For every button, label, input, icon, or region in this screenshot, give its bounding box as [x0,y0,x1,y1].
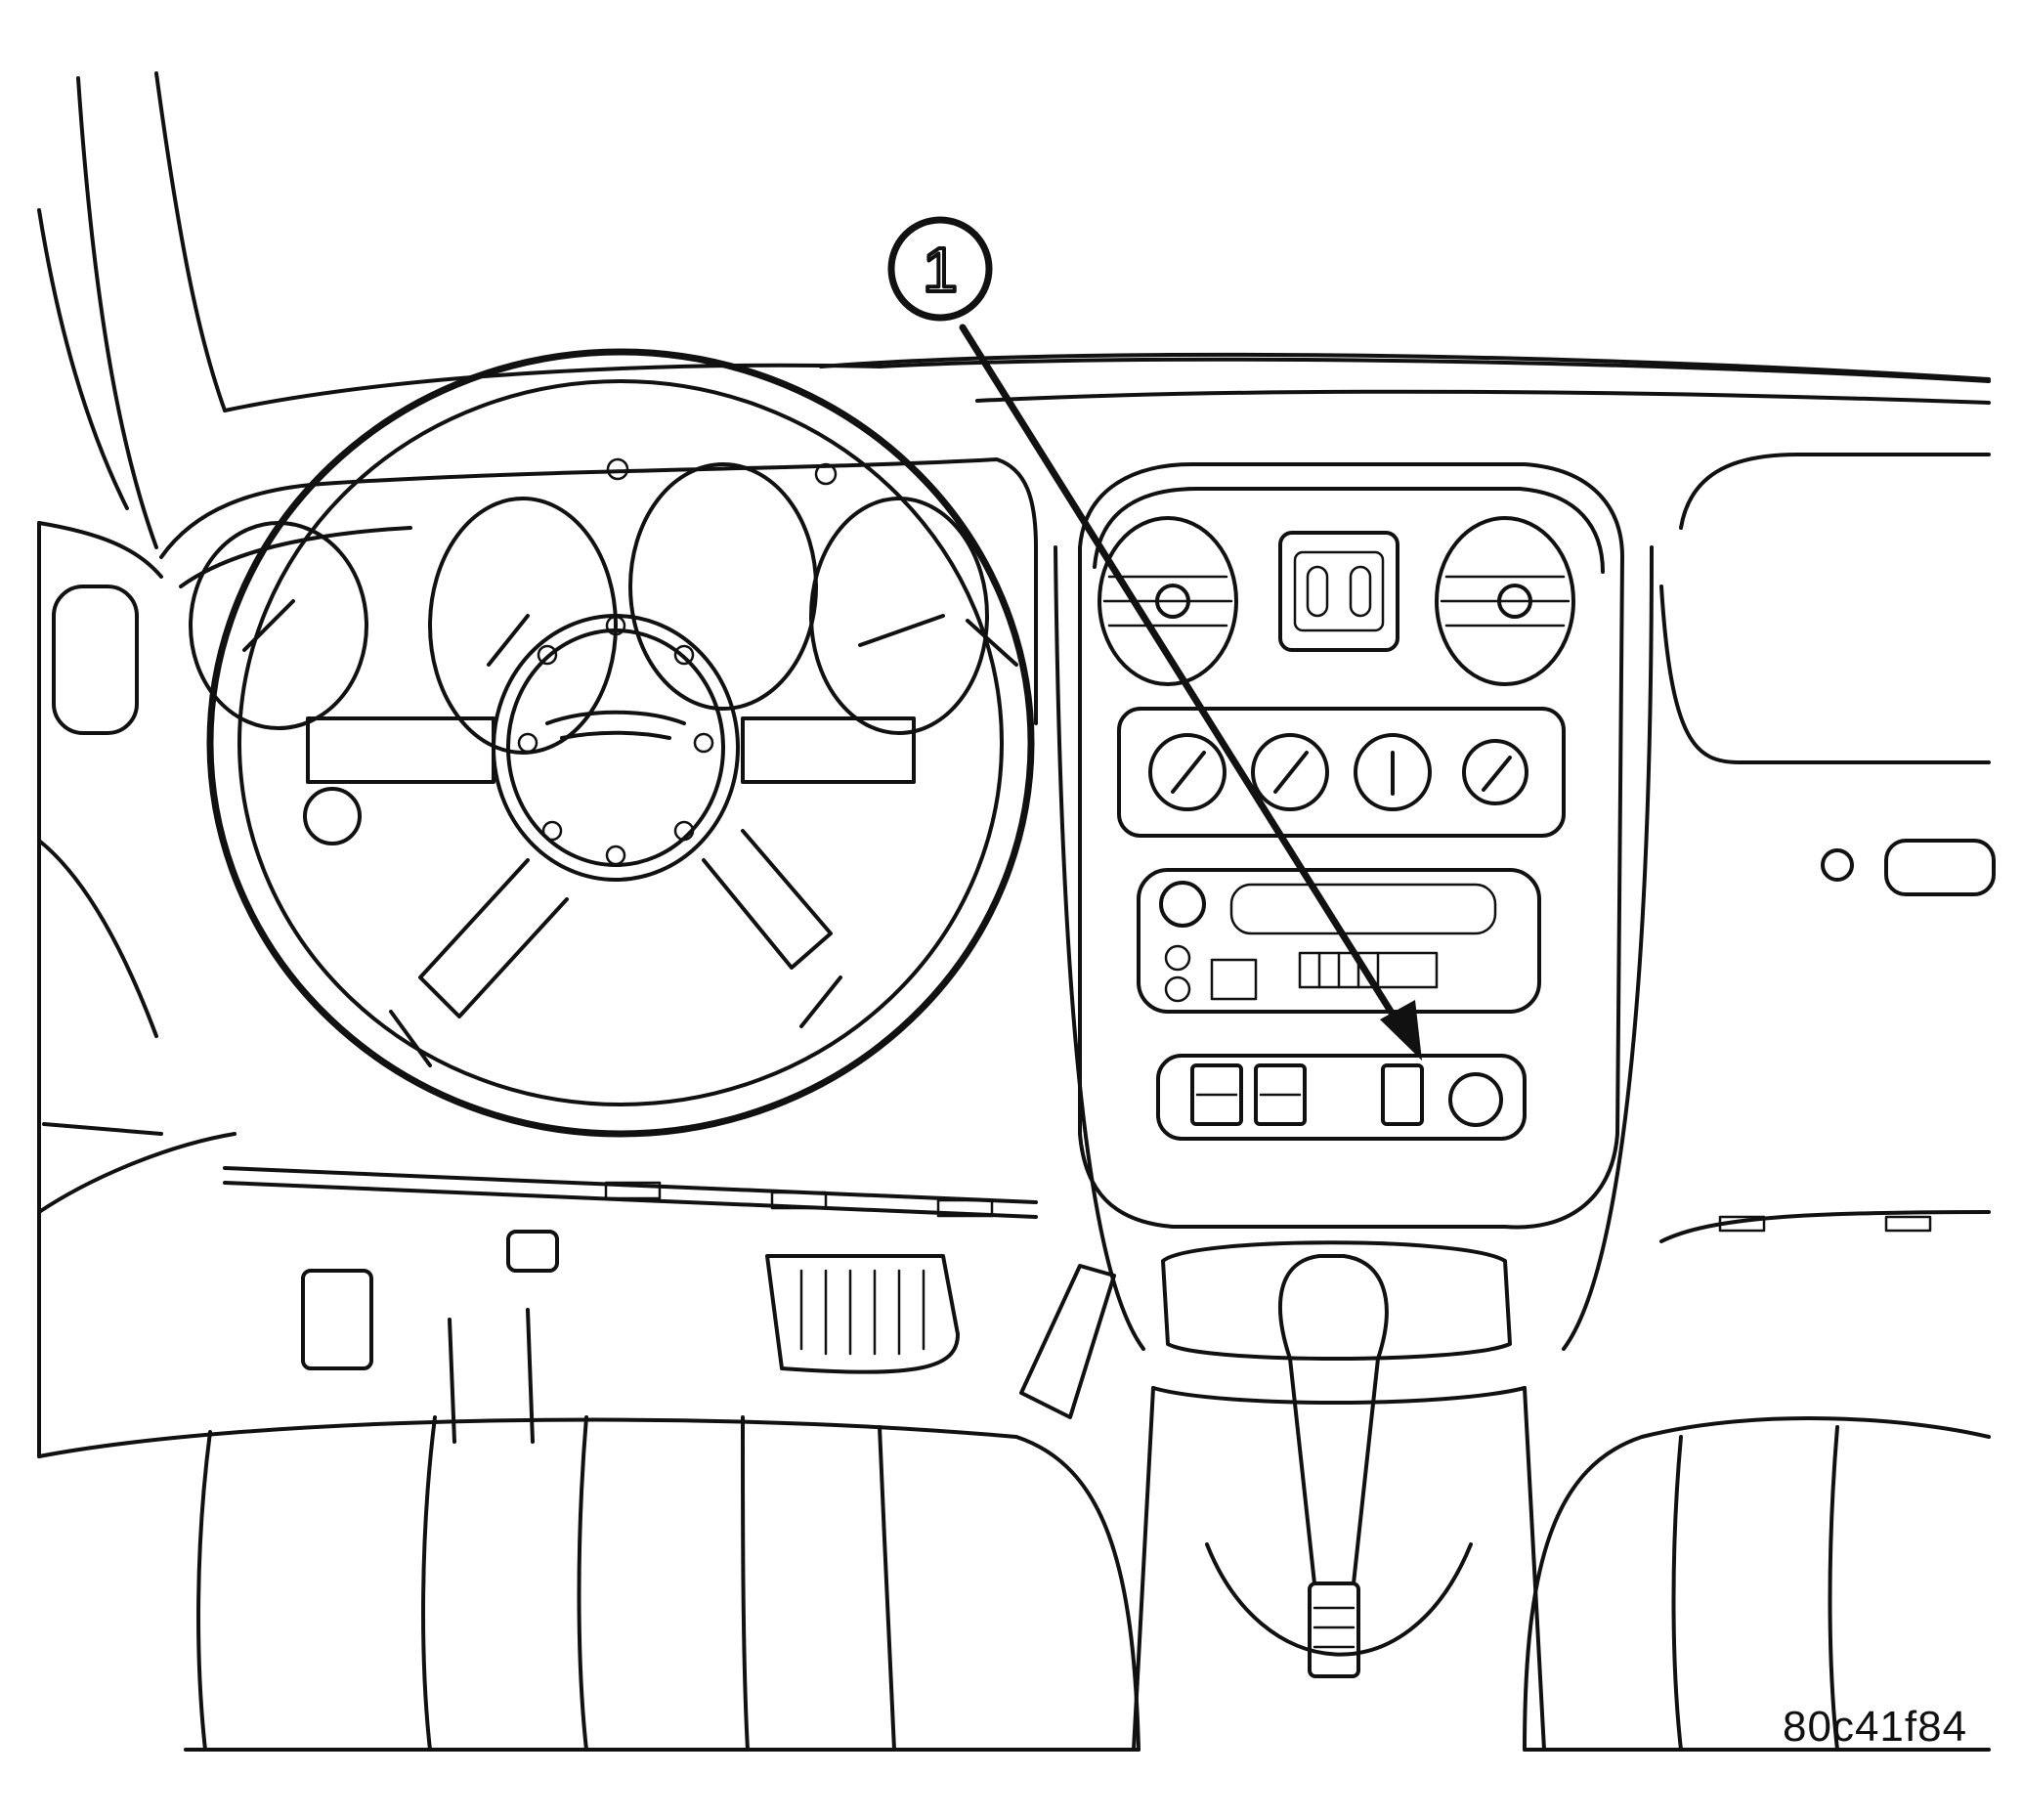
shift-console [1132,1240,1546,1752]
left-door-panel [37,521,237,1458]
switch-bank [1156,1054,1527,1141]
front-seats [37,1415,1991,1752]
callout-number: 1 [923,235,958,305]
climate-controls [1117,707,1566,838]
steering-wheel [206,348,1035,1138]
center-stack [1054,462,1654,1351]
a-pillar [37,71,227,579]
callout-arrow [959,324,1422,1061]
passenger-dashboard [1659,453,1996,1243]
callout-1: 1 [887,216,993,322]
figure-reference-code: 80c41f84 [1783,1703,1968,1751]
lower-dashboard [223,1166,1932,1444]
center-air-vents [1098,516,1575,686]
radio-unit [1137,868,1541,1014]
instrument-cluster [159,457,1038,755]
dashboard-top [223,352,1991,412]
